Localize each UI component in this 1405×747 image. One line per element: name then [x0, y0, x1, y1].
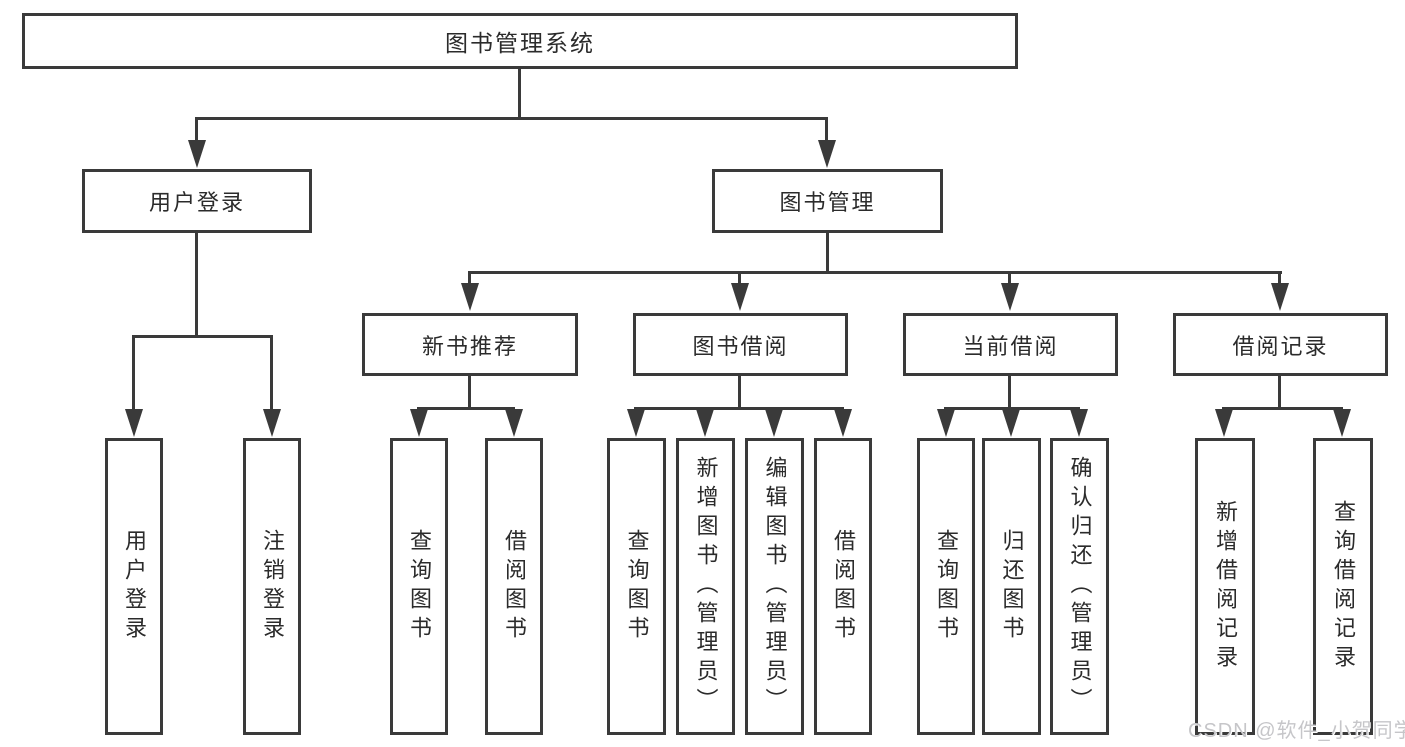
- connector-vline: [468, 376, 471, 410]
- leaf-query-books-borrow-label: 查询图书: [624, 528, 650, 645]
- leaf-borrow-books-recommend: 借阅图书: [485, 438, 543, 735]
- leaf-borrow-books-label: 借阅图书: [831, 528, 856, 645]
- leaf-logout: 注销登录: [243, 438, 301, 735]
- leaf-edit-books-admin-label: 编辑图书（管理员）: [762, 456, 788, 717]
- leaf-logout-label: 注销登录: [260, 528, 285, 645]
- arrowhead-down-icon: [188, 140, 206, 168]
- arrowhead-down-icon: [1002, 409, 1020, 437]
- connector-vline: [1008, 376, 1011, 410]
- node-new-book-recommend: 新书推荐: [362, 313, 578, 376]
- leaf-query-books-current: 查询图书: [917, 438, 975, 735]
- leaf-query-books-recommend-label: 查询图书: [407, 528, 432, 645]
- leaf-add-borrow-record: 新增借阅记录: [1195, 438, 1255, 735]
- leaf-confirm-return-admin: 确认归还（管理员）: [1050, 438, 1109, 735]
- arrowhead-down-icon: [1070, 409, 1088, 437]
- node-root: 图书管理系统: [22, 13, 1018, 69]
- arrowhead-down-icon: [731, 283, 749, 311]
- leaf-query-books-recommend: 查询图书: [390, 438, 448, 735]
- connector-hline: [1222, 407, 1343, 410]
- watermark: CSDN @软件_小贺同学: [1188, 720, 1405, 742]
- node-user-login: 用户登录: [82, 169, 312, 233]
- connector-vline: [132, 335, 135, 409]
- arrowhead-down-icon: [461, 283, 479, 311]
- arrowhead-down-icon: [696, 409, 714, 437]
- connector-hline: [132, 335, 273, 338]
- arrowhead-down-icon: [1271, 283, 1289, 311]
- connector-vline: [826, 233, 829, 273]
- node-book-borrow-label: 图书借阅: [692, 333, 789, 359]
- leaf-edit-books-admin: 编辑图书（管理员）: [745, 438, 804, 735]
- node-borrow-records-label: 借阅记录: [1232, 333, 1329, 359]
- node-new-book-recommend-label: 新书推荐: [421, 333, 518, 359]
- node-user-login-label: 用户登录: [148, 190, 245, 215]
- leaf-user-login-label: 用户登录: [122, 528, 147, 645]
- arrowhead-down-icon: [937, 409, 955, 437]
- leaf-confirm-return-admin-label: 确认归还（管理员）: [1067, 456, 1093, 717]
- connector-vline: [1278, 271, 1281, 284]
- arrowhead-down-icon: [1333, 409, 1351, 437]
- leaf-user-login: 用户登录: [105, 438, 163, 735]
- connector-hline: [195, 117, 828, 120]
- arrowhead-down-icon: [125, 409, 143, 437]
- leaf-query-books-borrow: 查询图书: [607, 438, 666, 735]
- connector-hline: [417, 407, 515, 410]
- leaf-query-borrow-record-label: 查询借阅记录: [1331, 499, 1356, 674]
- connector-vline: [518, 69, 521, 118]
- connector-vline: [270, 335, 273, 409]
- node-current-borrow: 当前借阅: [903, 313, 1118, 376]
- arrowhead-down-icon: [263, 409, 281, 437]
- leaf-add-books-admin-label: 新增图书（管理员）: [693, 456, 719, 717]
- arrowhead-down-icon: [1001, 283, 1019, 311]
- connector-hline: [634, 407, 844, 410]
- connector-vline: [1278, 376, 1281, 410]
- node-root-label: 图书管理系统: [445, 30, 595, 56]
- connector-vline: [468, 271, 471, 284]
- arrowhead-down-icon: [834, 409, 852, 437]
- leaf-query-borrow-record: 查询借阅记录: [1313, 438, 1373, 735]
- leaf-borrow-books-recommend-label: 借阅图书: [502, 528, 527, 645]
- connector-vline: [1008, 271, 1011, 284]
- arrowhead-down-icon: [505, 409, 523, 437]
- node-book-borrow: 图书借阅: [633, 313, 848, 376]
- arrowhead-down-icon: [627, 409, 645, 437]
- connector-vline: [195, 233, 198, 337]
- connector-hline: [468, 271, 1282, 274]
- connector-vline: [195, 117, 198, 142]
- leaf-add-borrow-record-label: 新增借阅记录: [1213, 499, 1238, 674]
- leaf-borrow-books: 借阅图书: [814, 438, 872, 735]
- connector-vline: [825, 117, 828, 142]
- connector-vline: [738, 376, 741, 410]
- arrowhead-down-icon: [765, 409, 783, 437]
- arrowhead-down-icon: [1215, 409, 1233, 437]
- node-current-borrow-label: 当前借阅: [962, 333, 1059, 359]
- node-book-management: 图书管理: [712, 169, 943, 233]
- connector-hline: [944, 407, 1080, 410]
- leaf-add-books-admin: 新增图书（管理员）: [676, 438, 735, 735]
- connector-vline: [738, 271, 741, 284]
- leaf-return-books: 归还图书: [982, 438, 1041, 735]
- leaf-query-books-current-label: 查询图书: [934, 528, 959, 645]
- arrowhead-down-icon: [410, 409, 428, 437]
- node-book-management-label: 图书管理: [779, 190, 876, 215]
- leaf-return-books-label: 归还图书: [999, 528, 1025, 645]
- arrowhead-down-icon: [818, 140, 836, 168]
- node-borrow-records: 借阅记录: [1173, 313, 1388, 376]
